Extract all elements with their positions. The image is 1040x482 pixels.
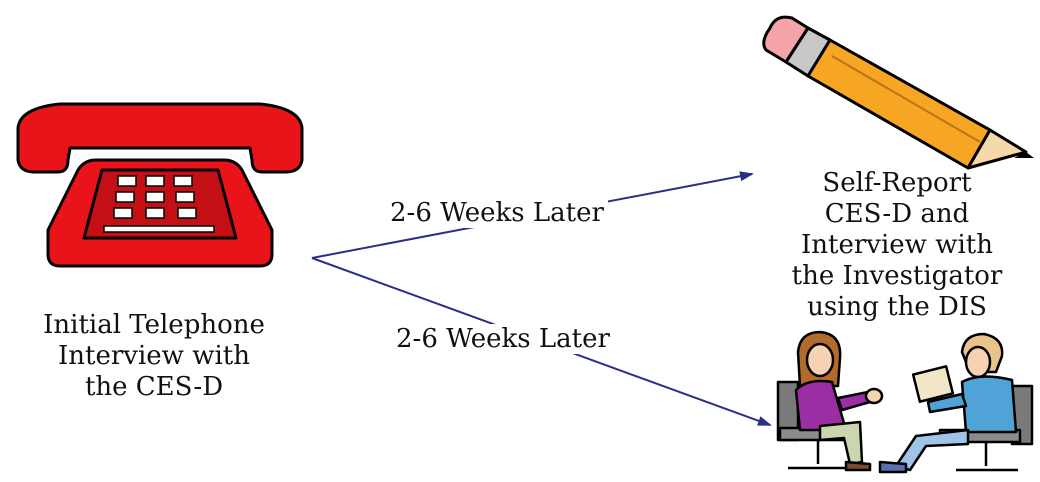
self-report-line-1: Self-Report: [822, 168, 972, 198]
edge-label-to-interview: 2-6 Weeks Later: [392, 324, 614, 354]
self-report-line-5: using the DIS: [807, 292, 987, 322]
self-report-line-2: CES-D and: [824, 199, 970, 229]
initial-interview-line-1: Initial Telephone: [43, 310, 265, 340]
self-report-line-3: Interview with: [801, 230, 993, 260]
self-report-label: Self-Report CES-D and Interview with the…: [762, 168, 1032, 323]
initial-interview-line-2: Interview with: [58, 341, 250, 371]
self-report-line-4: the Investigator: [791, 261, 1003, 291]
initial-interview-label: Initial Telephone Interview with the CES…: [8, 310, 300, 403]
edge-label-to-self-report: 2-6 Weeks Later: [386, 198, 608, 228]
initial-interview-line-3: the CES-D: [84, 372, 224, 402]
